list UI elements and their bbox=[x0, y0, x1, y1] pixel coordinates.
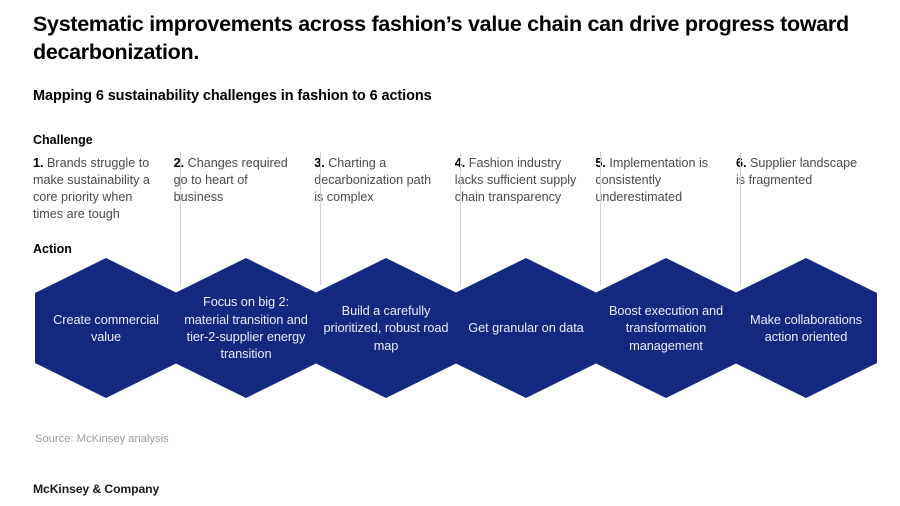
challenge-item-4: 4. Fashion industry lacks sufficient sup… bbox=[455, 155, 596, 255]
action-text-1: Create commercial value bbox=[53, 311, 159, 344]
challenge-item-1: 1. Brands struggle to make sustainabilit… bbox=[33, 155, 174, 255]
source-note: Source: McKinsey analysis bbox=[35, 433, 169, 445]
page-subtitle: Mapping 6 sustainability challenges in f… bbox=[33, 88, 432, 104]
action-text-3: Build a carefully prioritized, robust ro… bbox=[323, 303, 449, 353]
challenge-item-6: 6. Supplier landscape is fragmented bbox=[736, 155, 877, 255]
challenge-row-label: Challenge bbox=[33, 133, 93, 147]
column-divider-2 bbox=[320, 152, 321, 285]
action-row-label: Action bbox=[33, 242, 72, 256]
action-hexagon-3: Build a carefully prioritized, robust ro… bbox=[315, 258, 457, 398]
action-hexagon-row: Create commercial value Focus on big 2: … bbox=[35, 258, 878, 398]
column-divider-3 bbox=[460, 152, 461, 285]
brand-label: McKinsey & Company bbox=[33, 482, 160, 496]
action-hexagon-6: Make collaborations action oriented bbox=[735, 258, 877, 398]
challenge-row: 1. Brands struggle to make sustainabilit… bbox=[33, 155, 877, 255]
challenge-item-2: 2. Changes required go to heart of busin… bbox=[174, 155, 315, 255]
challenge-text-4: Fashion industry lacks sufficient supply… bbox=[454, 156, 577, 204]
action-text-5: Boost execution and transformation manag… bbox=[608, 303, 724, 353]
challenge-number-6: 6. bbox=[735, 156, 747, 170]
column-divider-5 bbox=[740, 152, 741, 285]
challenge-text-5: Implementation is consistently underesti… bbox=[595, 156, 709, 204]
challenge-number-2: 2. bbox=[173, 156, 185, 170]
action-hexagon-4: Get granular on data bbox=[455, 258, 597, 398]
challenge-text-6: Supplier landscape is fragmented bbox=[735, 156, 858, 187]
action-text-4: Get granular on data bbox=[468, 320, 584, 336]
page-title: Systematic improvements across fashion’s… bbox=[33, 12, 849, 65]
challenge-text-2: Changes required go to heart of business bbox=[173, 156, 288, 204]
challenge-number-3: 3. bbox=[314, 156, 325, 170]
challenge-item-3: 3. Charting a decarbonization path is co… bbox=[314, 155, 455, 255]
action-text-2: Focus on big 2: material transition and … bbox=[184, 294, 308, 362]
action-text-6: Make collaborations action oriented bbox=[750, 311, 862, 344]
column-divider-1 bbox=[180, 152, 181, 285]
action-hexagon-2: Focus on big 2: material transition and … bbox=[175, 258, 317, 398]
action-hexagon-5: Boost execution and transformation manag… bbox=[595, 258, 737, 398]
column-divider-4 bbox=[600, 152, 601, 285]
challenge-number-1: 1. bbox=[33, 156, 44, 170]
action-hexagon-1: Create commercial value bbox=[35, 258, 177, 398]
challenge-text-1: Brands struggle to make sustainability a… bbox=[33, 156, 150, 221]
challenge-text-3: Charting a decarbonization path is compl… bbox=[314, 156, 432, 204]
challenge-item-5: 5. Implementation is consistently undere… bbox=[595, 155, 736, 255]
